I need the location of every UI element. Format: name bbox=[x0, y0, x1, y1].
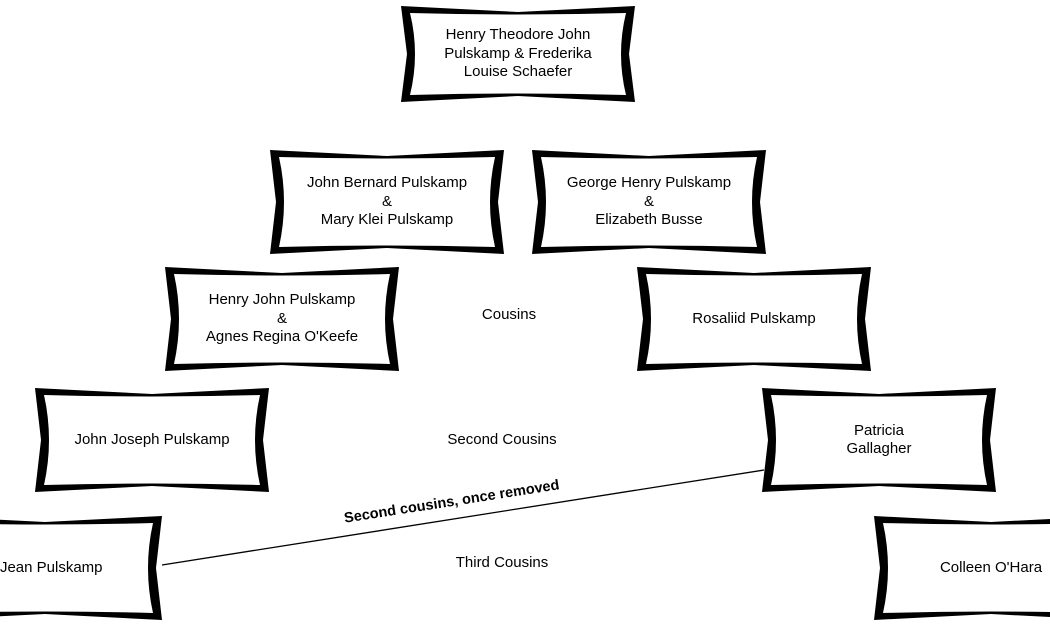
node-frame-panel bbox=[279, 157, 495, 247]
node-line: Pulskamp & Frederika bbox=[444, 44, 592, 62]
relationship-second-cousins: Second Cousins bbox=[447, 431, 557, 448]
node-line: n Jean Pulskamp bbox=[0, 558, 103, 576]
node-john-bernard-mary: John Bernard Pulskamp & Mary Klei Pulska… bbox=[270, 150, 504, 254]
node-colleen: Colleen O'Hara bbox=[874, 516, 1050, 620]
node-henry-theodore-frederika: Henry Theodore John Pulskamp & Frederika… bbox=[401, 6, 635, 102]
node-line: Henry Theodore John bbox=[445, 26, 591, 44]
node-jean: n Jean Pulskamp bbox=[0, 516, 162, 620]
node-henry-john-agnes: Henry John Pulskamp & Agnes Regina O'Kee… bbox=[165, 267, 399, 371]
node-frame-panel bbox=[771, 395, 987, 485]
node-line: Henry John Pulskamp bbox=[208, 291, 356, 309]
node-frame-panel bbox=[883, 523, 1050, 613]
node-frame-panel bbox=[646, 274, 862, 364]
connector-line bbox=[161, 469, 765, 566]
relationship-third-cousins: Third Cousins bbox=[455, 554, 549, 571]
node-line: John Joseph Pulskamp bbox=[74, 430, 230, 448]
node-john-joseph: John Joseph Pulskamp bbox=[35, 388, 269, 492]
node-line: John Bernard Pulskamp bbox=[306, 174, 468, 192]
node-line: Louise Schaefer bbox=[463, 63, 573, 81]
node-patricia-gallagher: Patricia Gallagher bbox=[762, 388, 996, 492]
node-line: Colleen O'Hara bbox=[939, 558, 1043, 576]
node-frame-panel bbox=[0, 523, 153, 613]
node-frame-panel bbox=[541, 157, 757, 247]
relationship-cousins: Cousins bbox=[481, 306, 537, 323]
node-line: Elizabeth Busse bbox=[595, 211, 703, 229]
node-line: Gallagher bbox=[846, 440, 912, 457]
node-line: Rosaliid Pulskamp bbox=[692, 309, 816, 327]
node-frame-panel bbox=[44, 395, 260, 485]
node-george-henry-elizabeth: George Henry Pulskamp & Elizabeth Busse bbox=[532, 150, 766, 254]
node-rosaliid: Rosaliid Pulskamp bbox=[637, 267, 871, 371]
node-frames bbox=[0, 6, 1050, 620]
node-line: George Henry Pulskamp bbox=[566, 174, 732, 192]
node-frame-panel bbox=[410, 13, 626, 95]
node-line: & bbox=[381, 192, 392, 210]
node-line: Mary Klei Pulskamp bbox=[320, 211, 454, 229]
node-frame-panel bbox=[174, 274, 390, 364]
node-line: Agnes Regina O'Keefe bbox=[205, 328, 359, 346]
node-line: & bbox=[643, 192, 654, 210]
node-line: & bbox=[276, 309, 287, 327]
node-line: Patricia bbox=[853, 421, 904, 439]
